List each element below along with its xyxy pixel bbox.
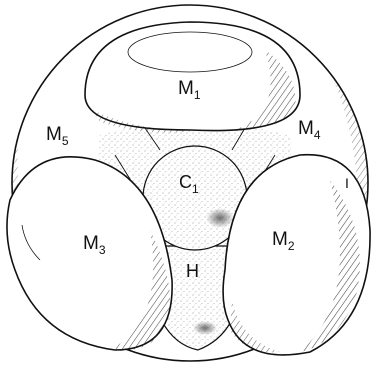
label-tick: I	[345, 175, 349, 191]
label-h: H	[186, 261, 199, 281]
